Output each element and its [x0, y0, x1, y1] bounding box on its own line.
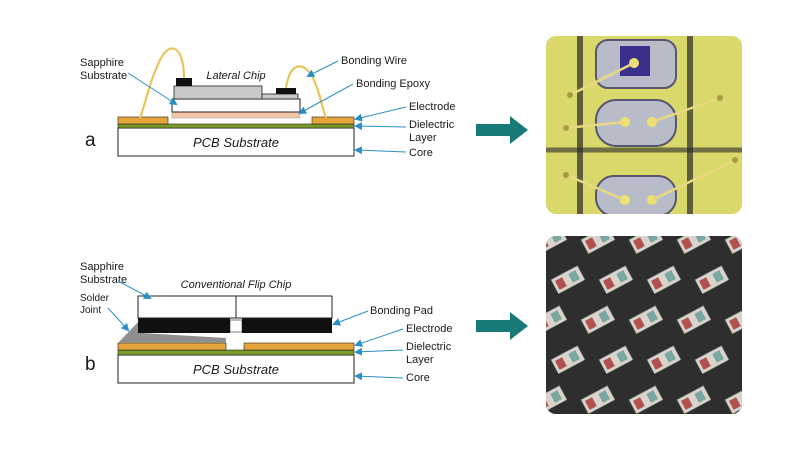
panel-b-label-sapphire-1: Sapphire	[80, 261, 124, 273]
panel-b-leader-pad	[332, 310, 369, 326]
panel-b-pad-right	[242, 318, 332, 333]
panel-a-dielectric-layer	[117, 123, 355, 129]
panel-b-pcb-label: PCB Substrate	[193, 362, 279, 377]
panel-a-bonding-wire-right	[284, 65, 328, 119]
panel-a-leader-dielectric	[354, 122, 407, 131]
panel-a-diagram: a PCB Substrate Lateral Chip Sapphire Su…	[80, 47, 455, 159]
panel-b-leader-solder	[107, 307, 130, 332]
panel-b-label-solder-1: Solder	[80, 293, 110, 304]
panel-b-letter: b	[85, 354, 96, 375]
panel-b-electrode-left	[117, 342, 227, 351]
panel-a-electrode-left	[117, 116, 169, 125]
panel-b-pad-gap	[229, 319, 243, 333]
panel-a-label-bonding-epoxy: Bonding Epoxy	[356, 78, 430, 90]
photo-lateral-chip	[546, 36, 742, 214]
panel-a-pad-left	[176, 78, 192, 86]
panel-a-label-bonding-wire: Bonding Wire	[341, 55, 407, 67]
panel-a-arrow	[476, 116, 528, 144]
panel-a-pcb-core	[117, 127, 355, 157]
panel-a-leader-sapphire	[127, 72, 178, 106]
panel-b-label-core: Core	[406, 372, 430, 384]
panel-a-chip-label: Lateral Chip	[206, 70, 265, 82]
panel-b-leader-sapphire	[117, 280, 152, 299]
panel-a-letter: a	[85, 130, 96, 151]
panel-b-leader-dielectric	[354, 347, 404, 356]
panel-a-label-electrode: Electrode	[409, 101, 455, 113]
panel-a-leader-core	[354, 146, 407, 155]
panel-a-leader-electrode	[354, 106, 407, 122]
panel-a-label-dielectric-2: Layer	[409, 132, 437, 144]
panel-b-leader-electrode	[354, 328, 404, 347]
panel-a-chip-mesa	[261, 93, 299, 100]
panel-b-sapphire	[137, 295, 333, 319]
panel-b-solder-joint	[118, 320, 226, 343]
panel-a-pad-right	[276, 88, 296, 94]
panel-a-label-dielectric-1: Dielectric	[409, 119, 455, 131]
panel-a-label-sapphire-2: Substrate	[80, 70, 127, 82]
panel-a-leader-wire	[306, 60, 339, 77]
panel-a-label-core: Core	[409, 147, 433, 159]
panel-b-pad-left	[138, 318, 230, 333]
panel-b-diagram: b PCB Substrate Conventional Flip Chip S…	[80, 261, 452, 384]
panel-b-arrow	[476, 312, 528, 340]
panel-b-label-electrode: Electrode	[406, 323, 452, 335]
panel-b-label-dielectric-1: Dielectric	[406, 341, 452, 353]
panel-b-leader-core	[354, 372, 404, 381]
panel-b-label-bonding-pad: Bonding Pad	[370, 305, 433, 317]
panel-a-sapphire	[171, 98, 301, 113]
panel-b-electrode-right	[243, 342, 355, 351]
panel-b-label-solder-2: Joint	[80, 305, 101, 316]
panel-a-pcb-label: PCB Substrate	[193, 135, 279, 150]
panel-a-chip-epi	[173, 85, 263, 100]
panel-a-bonding-epoxy	[171, 111, 301, 119]
panel-b-label-dielectric-2: Layer	[406, 354, 434, 366]
photo-flip-chip	[546, 236, 742, 414]
panel-a-leader-epoxy	[298, 83, 354, 114]
panel-b-chip-label: Conventional Flip Chip	[181, 279, 292, 291]
panel-b-dielectric-layer	[117, 349, 355, 356]
panel-b-label-sapphire-2: Substrate	[80, 274, 127, 286]
panel-a-label-sapphire-1: Sapphire	[80, 57, 124, 69]
panel-a-electrode-right	[311, 116, 355, 125]
panel-a-bonding-wire-left	[138, 47, 186, 119]
